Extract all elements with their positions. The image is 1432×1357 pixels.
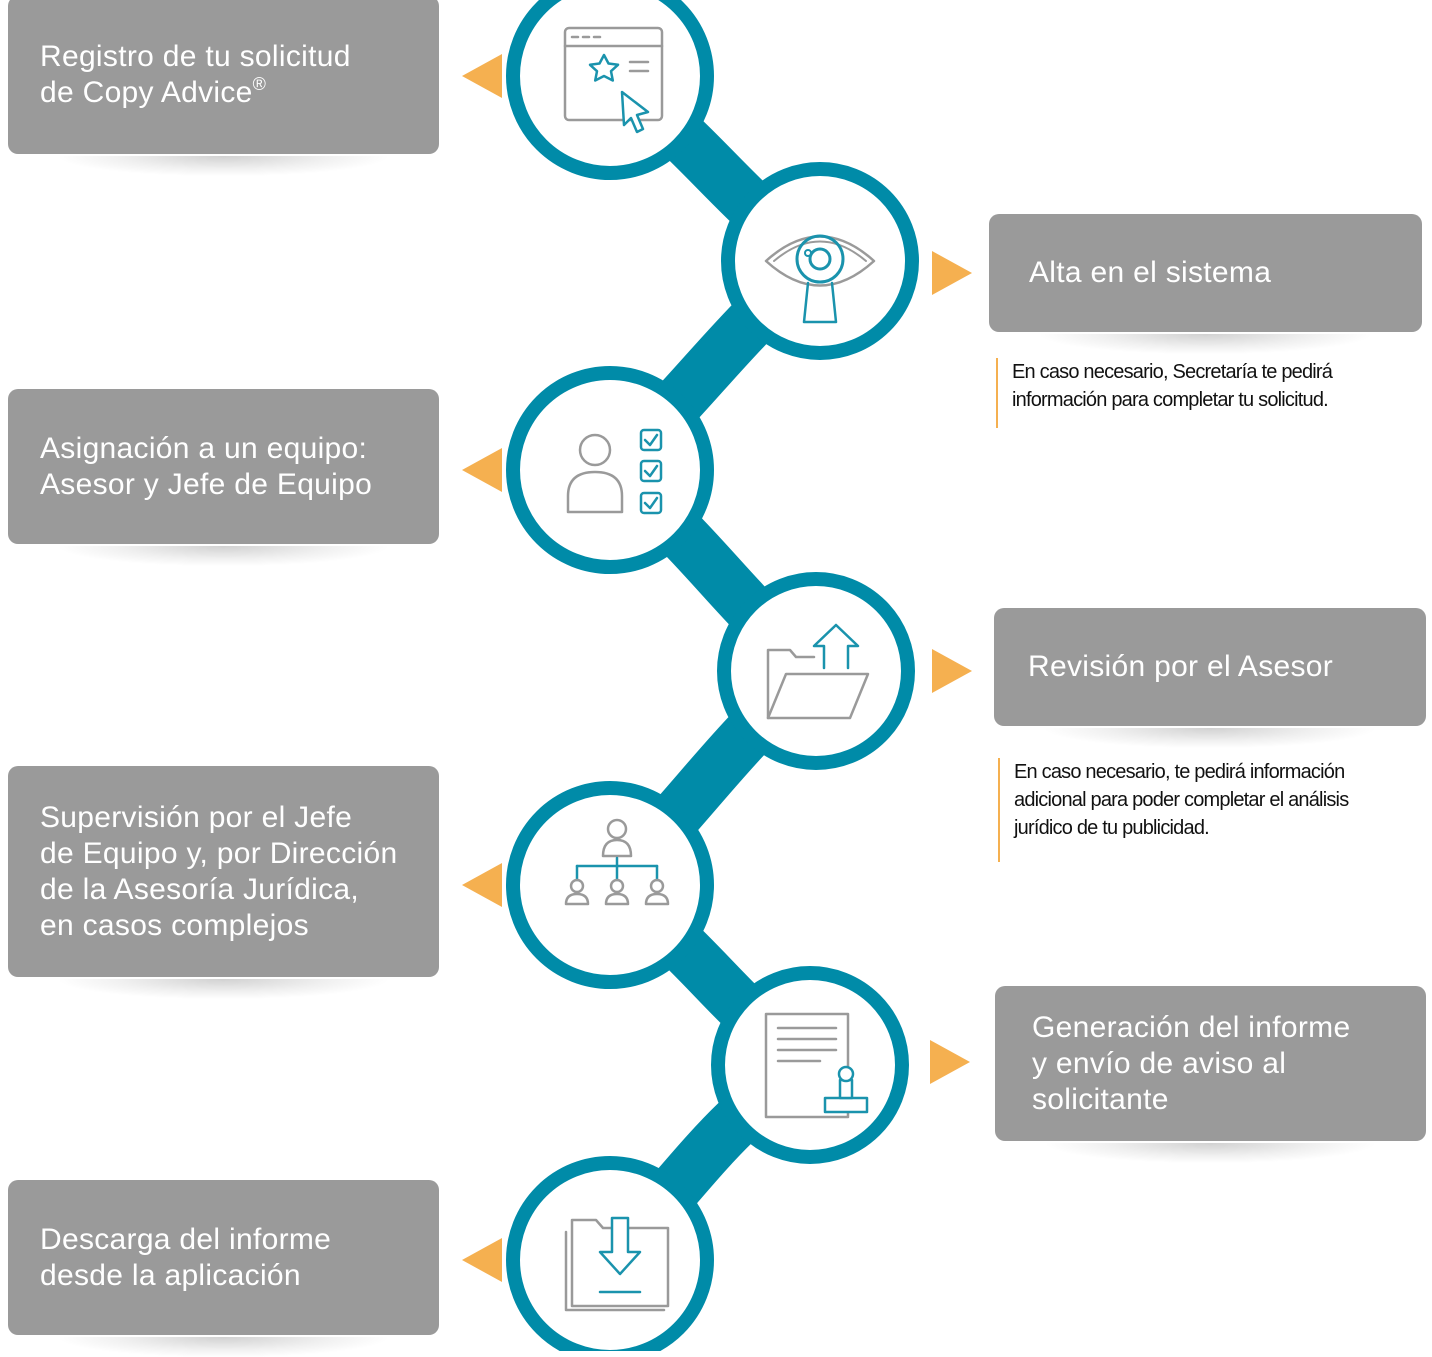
org-chart-icon — [564, 818, 670, 906]
step-6-line-1: Generación del informe — [1032, 1010, 1351, 1044]
step-5-line-2: de Equipo y, por Dirección — [40, 836, 398, 870]
step-circle-2 — [721, 162, 919, 360]
step-4-line-1: Revisión por el Asesor — [1028, 650, 1334, 683]
arrowheads — [462, 54, 972, 1282]
note-1-line-2: información para completar tu solicitud. — [1012, 389, 1329, 411]
step-1-line-2: de Copy Advice — [40, 76, 253, 109]
step-circle-6 — [711, 966, 909, 1164]
step-6-line-2: y envío de aviso al — [1032, 1046, 1287, 1080]
arrow-left-5 — [462, 863, 502, 907]
step-5-line-3: de la Asesoría Jurídica, — [40, 872, 360, 906]
step-box-5: Supervisión por el Jefe de Equipo y, por… — [8, 766, 439, 999]
step-box-3: Asignación a un equipo: Asesor y Jefe de… — [8, 389, 439, 566]
eye-icon — [764, 234, 876, 324]
step-7-line-1: Descarga del informe — [40, 1222, 332, 1256]
trademark-symbol: ® — [252, 74, 267, 94]
step-6-line-3: solicitante — [1032, 1082, 1169, 1116]
step-box-1: Registro de tu solicitud de Copy Advice® — [8, 0, 439, 176]
arrow-right-4 — [932, 649, 972, 693]
folder-upload-icon — [766, 623, 870, 720]
step-circle-3 — [506, 366, 714, 574]
document-stamp-icon — [764, 1012, 869, 1119]
step-circle-1 — [506, 0, 714, 180]
step-7-line-2: desde la aplicación — [40, 1258, 301, 1292]
note-1-line-1: En caso necesario, Secretaría te pedirá — [1012, 361, 1333, 383]
step-box-4: Revisión por el Asesor — [994, 608, 1426, 748]
step-circle-5 — [506, 781, 714, 989]
note-2-line-1: En caso necesario, te pedirá información — [1014, 761, 1345, 783]
arrow-left-1 — [462, 54, 502, 98]
arrow-left-7 — [462, 1238, 502, 1282]
browser-star-cursor-icon — [563, 26, 664, 134]
step-circle-7 — [506, 1156, 714, 1351]
step-3-line-2: Asesor y Jefe de Equipo — [40, 467, 373, 501]
step-box-7: Descarga del informe desde la aplicación — [8, 1180, 439, 1357]
step-circle-4 — [717, 572, 915, 770]
step-1-line-1: Registro de tu solicitud — [40, 40, 351, 73]
note-2-line-2: adicional para poder completar el anális… — [1014, 789, 1349, 811]
user-checklist-icon — [566, 428, 663, 515]
step-box-2: Alta en el sistema — [989, 214, 1422, 354]
step-5-line-4: en casos complejos — [40, 908, 309, 942]
note-asesor: En caso necesario, te pedirá información… — [998, 758, 1432, 862]
arrow-right-2 — [932, 251, 972, 295]
step-5-line-1: Supervisión por el Jefe — [40, 800, 353, 834]
arrow-left-3 — [462, 448, 502, 492]
step-2-line-1: Alta en el sistema — [1029, 256, 1272, 289]
note-2-line-3: jurídico de tu publicidad. — [1014, 817, 1210, 839]
folder-download-icon — [564, 1216, 670, 1312]
arrow-right-6 — [930, 1040, 970, 1084]
step-3-line-1: Asignación a un equipo: — [40, 431, 368, 465]
step-box-6: Generación del informe y envío de aviso … — [995, 986, 1426, 1163]
note-secretaria: En caso necesario, Secretaría te pedirá … — [996, 358, 1432, 428]
